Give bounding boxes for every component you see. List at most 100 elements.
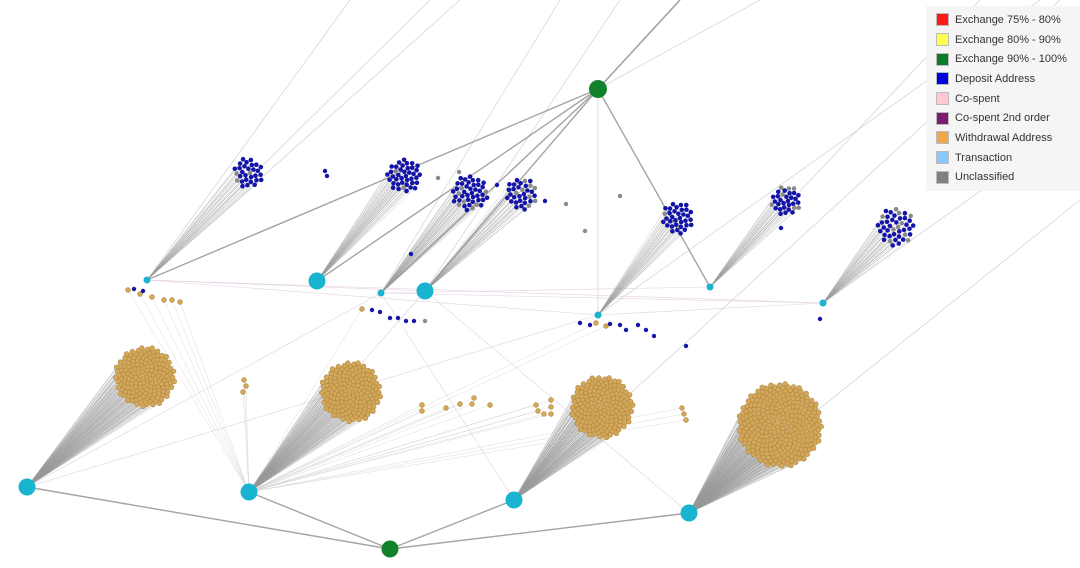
- deposit-node: [518, 181, 523, 186]
- fan-edge: [513, 432, 599, 501]
- fan-edge: [688, 447, 749, 514]
- unclassified-node: [393, 168, 399, 174]
- fan-edge: [513, 421, 583, 501]
- withdrawal-node: [571, 398, 578, 405]
- legend-item-unclassified: Unclassified: [936, 168, 1080, 188]
- deposit-node: [786, 202, 792, 208]
- fan-edge: [146, 159, 244, 281]
- legend-swatch: [936, 33, 949, 47]
- legend-label: Deposit Address: [955, 72, 1036, 85]
- fan-edge: [26, 387, 119, 488]
- unclassified-node: [582, 228, 588, 234]
- fan-edge: [513, 411, 582, 501]
- deposit-node: [663, 206, 668, 211]
- deposit-node: [417, 172, 423, 177]
- fan-edge: [248, 402, 347, 493]
- legend-label: Co-spent: [955, 92, 1000, 105]
- edge-layer: [26, 0, 1080, 550]
- withdrawal-node: [168, 384, 175, 390]
- fan-edge: [248, 410, 331, 493]
- fan-edge: [248, 396, 325, 493]
- exchange-node: [381, 540, 399, 558]
- deposit-node: [587, 322, 593, 328]
- fan-edge: [688, 453, 772, 514]
- fan-edge: [513, 419, 579, 501]
- fan-edge: [688, 465, 783, 514]
- deposit-node: [542, 198, 548, 204]
- fan-edge: [26, 361, 125, 488]
- deposit-node: [664, 216, 669, 221]
- deposit-node: [464, 184, 469, 189]
- withdrawal-node: [548, 404, 554, 410]
- fan-edge: [248, 399, 347, 493]
- unclassified-node: [791, 186, 797, 191]
- deposit-node: [450, 189, 456, 194]
- fan-edge: [26, 398, 141, 488]
- withdrawal-node: [356, 416, 362, 423]
- fan-edge: [26, 387, 155, 488]
- deposit-node: [411, 318, 417, 324]
- fan-edge: [513, 411, 576, 501]
- unclassified-node: [522, 178, 528, 184]
- fan-edge: [248, 381, 336, 493]
- withdrawal-node: [331, 412, 337, 419]
- legend-item-exchange-75-80: Exchange 75% - 80%: [936, 10, 1080, 30]
- fan-edge: [26, 393, 146, 488]
- fan-edge: [26, 370, 122, 488]
- deposit-node: [131, 286, 137, 292]
- fan-edge: [688, 460, 761, 514]
- fan-edge: [513, 422, 591, 501]
- deposit-node: [460, 193, 465, 199]
- legend-swatch: [936, 52, 949, 66]
- withdrawal-node: [750, 451, 757, 458]
- withdrawal-node: [745, 398, 752, 404]
- deposit-node: [781, 200, 786, 206]
- legend-item-exchange-80-90: Exchange 80% - 90%: [936, 30, 1080, 50]
- withdrawal-node: [323, 374, 330, 380]
- fan-edge: [513, 417, 589, 501]
- fan-edge: [139, 293, 250, 493]
- fan-edge: [26, 366, 130, 488]
- fan-edge: [380, 180, 479, 294]
- fan-edge: [26, 391, 126, 488]
- withdrawal-node: [776, 382, 783, 388]
- deposit-node: [787, 190, 792, 196]
- withdrawal-node: [574, 389, 580, 395]
- fan-edge: [709, 204, 772, 288]
- deposit-node: [902, 215, 908, 221]
- deposit-node: [458, 175, 464, 181]
- deposit-node: [907, 218, 912, 223]
- withdrawal-node: [620, 383, 626, 390]
- exchange-edge: [146, 88, 599, 281]
- fan-edge: [688, 452, 758, 514]
- fan-edge: [513, 434, 590, 501]
- fan-edge: [26, 361, 121, 488]
- withdrawal-node: [419, 402, 425, 408]
- deposit-node: [395, 315, 401, 321]
- withdrawal-node: [134, 401, 140, 407]
- fan-edge: [248, 396, 331, 493]
- fan-edge: [688, 406, 748, 514]
- fan-edge: [513, 417, 585, 501]
- fan-edge: [26, 400, 145, 488]
- fan-edge: [26, 395, 137, 488]
- fan-edge: [26, 393, 160, 488]
- fan-edge: [26, 380, 133, 488]
- deposit-node: [523, 183, 529, 189]
- deposit-node: [462, 203, 467, 209]
- deposit-node: [891, 231, 897, 237]
- deposit-node: [477, 188, 483, 194]
- withdrawal-node: [161, 297, 167, 303]
- deposit-node: [786, 207, 791, 212]
- deposit-node: [878, 228, 883, 234]
- deposit-node: [389, 164, 395, 169]
- fan-edge: [513, 387, 579, 501]
- deposit-node: [140, 288, 146, 294]
- withdrawal-node: [240, 389, 246, 395]
- deposit-node: [465, 197, 471, 202]
- fan-edge: [26, 387, 128, 488]
- fan-edge: [688, 429, 752, 514]
- deposit-node: [464, 207, 470, 213]
- fan-edge: [248, 404, 328, 493]
- fan-edge: [688, 416, 740, 514]
